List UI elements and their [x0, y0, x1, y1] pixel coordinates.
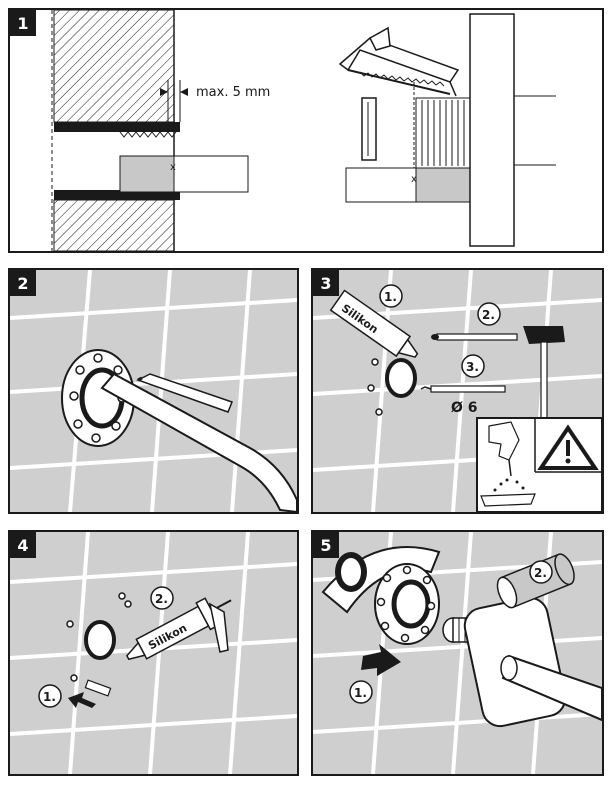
step-2-label: 2.	[155, 592, 168, 606]
pipe	[100, 372, 297, 512]
step-1-label: 1.	[384, 290, 397, 304]
step-2-label: 2.	[534, 566, 547, 580]
gap-label: max. 5 mm	[196, 85, 270, 100]
hacksaw-icon	[338, 26, 460, 97]
arrow-icon	[68, 692, 96, 708]
mounting-board	[469, 13, 515, 247]
wall-lower	[53, 199, 175, 251]
wall-flange-small	[367, 358, 417, 416]
panel-4-illustration: Silikon 2. 1.	[10, 532, 297, 774]
wall-flange	[374, 563, 440, 645]
tile-strip-lower	[54, 190, 180, 200]
power-drill-icon	[480, 421, 536, 507]
pipe-outside	[173, 155, 249, 193]
warning-triangle-icon	[537, 424, 599, 470]
panel-4-number: 4	[10, 532, 36, 558]
wall-flange-small	[84, 620, 116, 660]
svg-text:x: x	[411, 174, 417, 185]
step-1-label: 1.	[43, 690, 56, 704]
panel-2: 2	[8, 268, 299, 514]
tile-strip-upper	[54, 122, 180, 132]
wall-upper	[53, 10, 175, 123]
step-1-label: 1.	[354, 686, 367, 700]
svg-text:x: x	[170, 162, 176, 173]
panel-3: 3 Silikon 1.	[311, 268, 604, 514]
arrow-icon	[361, 644, 401, 676]
panel-1: 1 x max. 5 mm	[8, 8, 604, 253]
drill-holes	[66, 592, 132, 682]
panel-2-number: 2	[10, 270, 36, 296]
panel-3-illustration: Silikon 1. 2. 3. Ø 6	[313, 270, 602, 512]
panel-5: 5 1.	[311, 530, 604, 776]
panel-1-number: 1	[10, 10, 36, 36]
cut-piece	[361, 97, 377, 161]
tile-block	[415, 97, 471, 169]
panel-5-illustration: 1. 2.	[313, 532, 602, 774]
panel-5-number: 5	[313, 532, 339, 558]
drill-diameter-label: Ø 6	[451, 400, 478, 416]
chisel-icon	[431, 333, 518, 341]
pipe-inside	[119, 155, 175, 193]
pencil-icon	[136, 373, 233, 413]
step-2-label: 2.	[482, 308, 495, 322]
panel-3-number: 3	[313, 270, 339, 296]
wall-plug-icon	[84, 679, 112, 697]
panel-4: 4 Silikon 2.	[8, 530, 299, 776]
panel-2-illustration	[10, 270, 297, 512]
drill-bit-icon	[420, 385, 506, 393]
step-3-label: 3.	[466, 360, 479, 374]
panel-1-illustration: x max. 5 mm x	[51, 10, 556, 251]
